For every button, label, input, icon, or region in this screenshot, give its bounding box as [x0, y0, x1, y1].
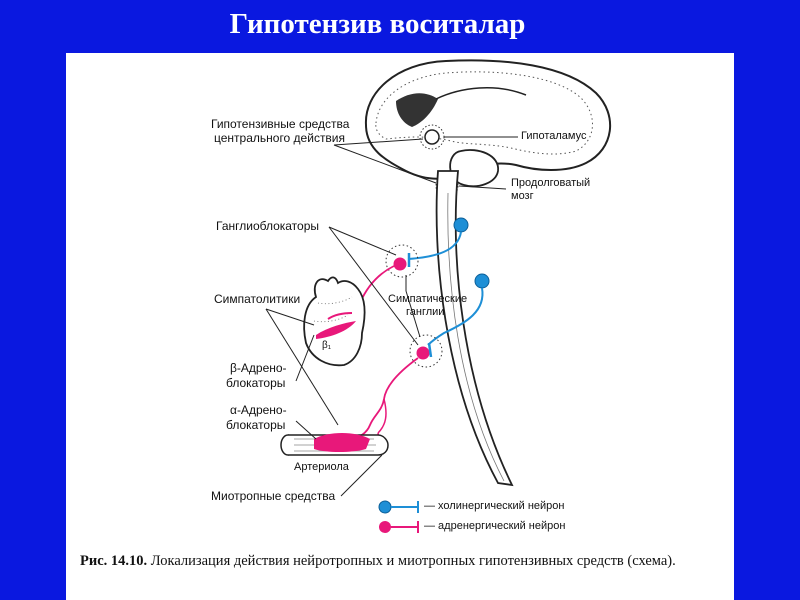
label-alpha-blockers-line1: α-Адрено- — [230, 403, 287, 417]
hypothalamus-nucleus — [424, 129, 440, 145]
label-medulla-line2: мозг — [511, 190, 534, 202]
arteriole-vessel — [280, 433, 389, 456]
label-beta-blockers-line1: β-Адрено- — [230, 361, 287, 375]
slide-title: Гипотензив воситалар — [229, 8, 526, 40]
heart-beta1-receptor — [316, 321, 356, 339]
heart-outline — [303, 276, 366, 367]
sympathetic-ganglion-2 — [409, 334, 443, 368]
legend-adrenergic-label: — адренергический нейрон — [424, 520, 566, 532]
caption-text: Локализация действия нейротропных и миот… — [150, 553, 676, 569]
cerebellum — [449, 149, 499, 188]
diagram-drawing — [265, 59, 612, 533]
arteriole-alpha-receptor — [314, 433, 370, 452]
label-alpha-blockers-line2: блокаторы — [226, 418, 286, 432]
sympathetic-ganglion-1 — [385, 244, 419, 278]
figure-caption: Рис. 14.10. Локализация действия нейротр… — [80, 553, 720, 569]
label-beta1: β₁ — [322, 340, 332, 351]
label-sympatholytics: Симпатолитики — [214, 292, 301, 306]
label-sympathetic-ganglia-line2: ганглии — [406, 306, 445, 318]
legend-cholinergic-label: — холинергический нейрон — [424, 500, 565, 512]
brain-outline — [364, 59, 612, 180]
label-myotropic: Миотропные средства — [211, 489, 336, 503]
label-hypothalamus: Гипоталамус — [521, 130, 587, 142]
adrenergic-axon-vessel — [347, 357, 419, 442]
label-medulla-line1: Продолговатый — [511, 177, 591, 189]
legend-adrenergic-symbol — [379, 521, 391, 533]
label-beta-blockers-line2: блокаторы — [226, 376, 286, 390]
cholinergic-neuron-2 — [474, 273, 490, 289]
label-central-agents-line2: центрального действия — [214, 131, 346, 145]
label-ganglion-blockers: Ганглиоблокаторы — [216, 219, 320, 233]
cholinergic-neuron-1 — [453, 217, 469, 233]
spinal-cord — [435, 170, 514, 487]
label-central-agents-line1: Гипотензивные средства — [211, 117, 350, 131]
label-sympathetic-ganglia-line1: Симпатические — [388, 293, 468, 305]
caption-number: Рис. 14.10. — [80, 553, 148, 569]
legend-cholinergic-symbol — [378, 500, 392, 514]
corpus-callosum — [435, 87, 527, 100]
diagram-figure: Гипотензивные средства центрального дейс… — [66, 53, 734, 600]
brain-inner-dark — [396, 93, 438, 127]
label-arteriole: Артериола — [294, 461, 349, 473]
